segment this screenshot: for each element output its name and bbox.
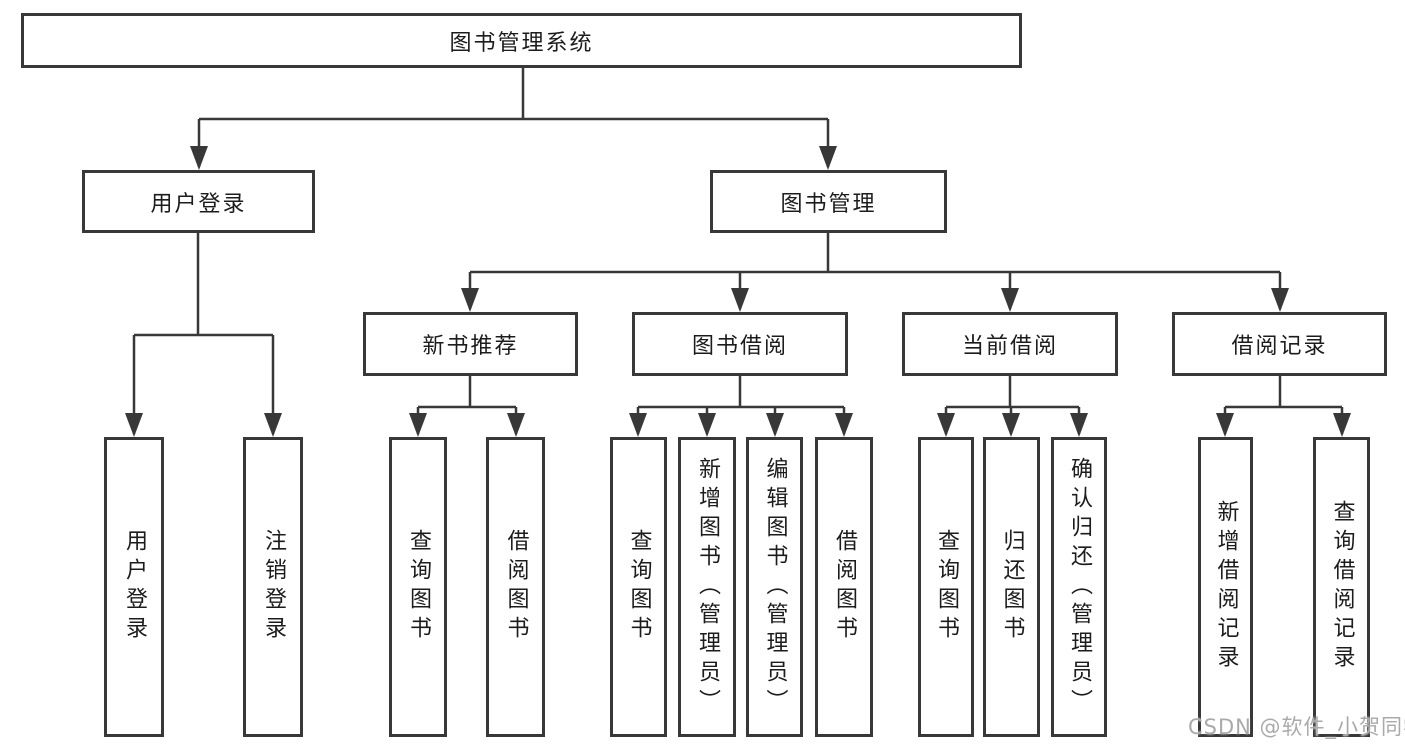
leaf-query-borrow-record: 查询借阅记录 [1313, 437, 1370, 737]
leaf-add-books-admin: 新增图书（管理员） [678, 437, 736, 737]
leaf-edit-books-admin: 编辑图书（管理员） [746, 437, 803, 737]
node-borrow-records: 借阅记录 [1172, 312, 1387, 376]
node-system-root-label: 图书管理系统 [449, 30, 594, 56]
leaf-query-books-current: 查询图书 [918, 437, 974, 737]
node-book-borrow-label: 图书借阅 [691, 334, 788, 359]
leaf-query-books-borrow: 查询图书 [610, 437, 667, 737]
leaf-query-books-recommend-label: 查询图书 [406, 529, 431, 645]
node-new-book-recommend-label: 新书推荐 [422, 334, 519, 359]
node-book-management: 图书管理 [710, 170, 947, 233]
leaf-add-borrow-record-label: 新增借阅记录 [1213, 500, 1239, 674]
leaf-user-login-label: 用户登录 [122, 529, 147, 645]
leaf-confirm-return-admin-label: 确认归还（管理员） [1067, 456, 1092, 718]
leaf-query-books-borrow-label: 查询图书 [626, 529, 652, 645]
leaf-return-books-label: 归还图书 [999, 529, 1025, 645]
node-book-borrow: 图书借阅 [632, 312, 848, 376]
leaf-query-borrow-record-label: 查询借阅记录 [1329, 500, 1355, 674]
node-user-login: 用户登录 [82, 170, 315, 233]
leaf-borrow-books: 借阅图书 [815, 437, 873, 737]
leaf-confirm-return-admin: 确认归还（管理员） [1051, 437, 1107, 737]
node-new-book-recommend: 新书推荐 [363, 312, 578, 376]
leaf-borrow-books-recommend-label: 借阅图书 [503, 529, 529, 645]
leaf-borrow-books-label: 借阅图书 [832, 529, 857, 645]
node-user-login-label: 用户登录 [150, 191, 247, 217]
leaf-add-books-admin-label: 新增图书（管理员） [695, 456, 720, 718]
leaf-logout-label: 注销登录 [261, 529, 286, 645]
node-system-root: 图书管理系统 [21, 13, 1022, 68]
csdn-watermark: CSDN @软件_小贺同学 [1188, 715, 1405, 739]
leaf-user-login: 用户登录 [104, 437, 164, 737]
leaf-query-books-recommend: 查询图书 [389, 437, 447, 737]
leaf-return-books: 归还图书 [983, 437, 1040, 737]
leaf-edit-books-admin-label: 编辑图书（管理员） [762, 456, 788, 718]
node-current-borrow: 当前借阅 [902, 312, 1118, 376]
leaf-logout: 注销登录 [243, 437, 303, 737]
node-current-borrow-label: 当前借阅 [961, 334, 1058, 359]
node-borrow-records-label: 借阅记录 [1231, 334, 1328, 359]
leaf-query-books-current-label: 查询图书 [934, 529, 959, 645]
leaf-borrow-books-recommend: 借阅图书 [486, 437, 545, 737]
node-book-management-label: 图书管理 [780, 191, 877, 217]
leaf-add-borrow-record: 新增借阅记录 [1198, 437, 1253, 737]
